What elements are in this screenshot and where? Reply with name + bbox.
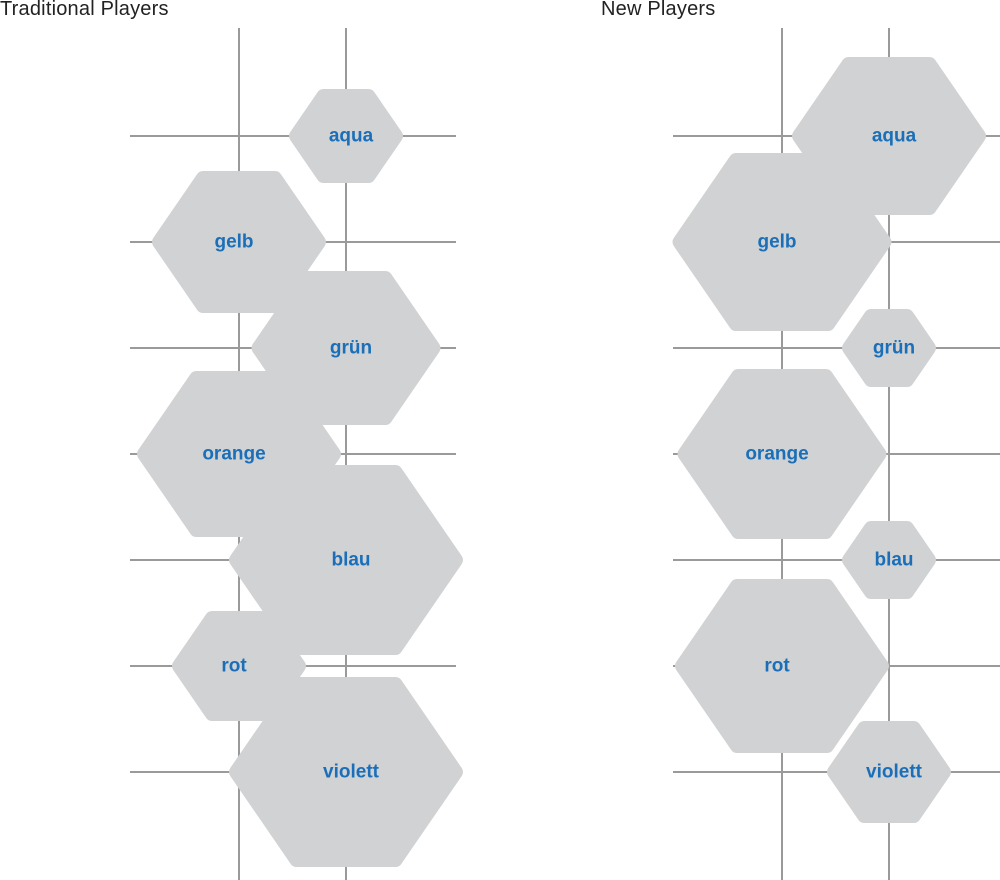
hexagon-blau: blau bbox=[229, 465, 463, 655]
hexagon-label: rot bbox=[221, 656, 247, 677]
hexagon-label: violett bbox=[866, 762, 923, 783]
hexagon-label: grün bbox=[330, 338, 372, 359]
hexagon-label: orange bbox=[745, 444, 808, 465]
hexagon-label: violett bbox=[323, 762, 380, 783]
hexagon-orange: orange bbox=[677, 369, 887, 539]
hexagon-violett: violett bbox=[827, 721, 951, 823]
hexagon-label: rot bbox=[764, 656, 790, 677]
hexagon-gelb: gelb bbox=[152, 171, 326, 313]
hexagon-shape bbox=[172, 611, 306, 721]
hexagon-shape bbox=[842, 309, 936, 387]
hexagon-shape bbox=[289, 89, 403, 183]
hexagon-aqua: aqua bbox=[289, 89, 403, 183]
hexagon-grün: grün bbox=[842, 309, 936, 387]
hexagon-shape bbox=[229, 677, 463, 867]
hexagon-shape bbox=[842, 521, 936, 599]
hexagon-shape bbox=[675, 579, 889, 753]
hexagon-label: orange bbox=[202, 444, 265, 465]
hexagon-label: blau bbox=[874, 550, 913, 571]
hexagon-blau: blau bbox=[842, 521, 936, 599]
hexagon-gelb: gelb bbox=[672, 153, 892, 331]
hexagon-shape bbox=[152, 171, 326, 313]
hexagon-shape bbox=[677, 369, 887, 539]
hexagon-shape bbox=[672, 153, 892, 331]
hexagon-rot: rot bbox=[172, 611, 306, 721]
hexagon-label: aqua bbox=[872, 126, 917, 147]
panel-traditional-players: aqua gelb grün orange blau rot violett bbox=[130, 28, 463, 880]
hexagon-rot: rot bbox=[675, 579, 889, 753]
hexagon-shape bbox=[229, 465, 463, 655]
hexagon-label: grün bbox=[873, 338, 915, 359]
hexagon-label: blau bbox=[331, 550, 370, 571]
hexagon-shape bbox=[827, 721, 951, 823]
panel-title-new: New Players bbox=[601, 0, 716, 20]
hexagon-label: gelb bbox=[757, 232, 796, 253]
panel-title-traditional: Traditional Players bbox=[0, 0, 169, 20]
hexagon-label: aqua bbox=[329, 126, 374, 147]
hexagon-label: gelb bbox=[214, 232, 253, 253]
hexagon-violett: violett bbox=[229, 677, 463, 867]
panel-new-players: aqua gelb grün orange blau rot violett bbox=[672, 28, 1000, 880]
